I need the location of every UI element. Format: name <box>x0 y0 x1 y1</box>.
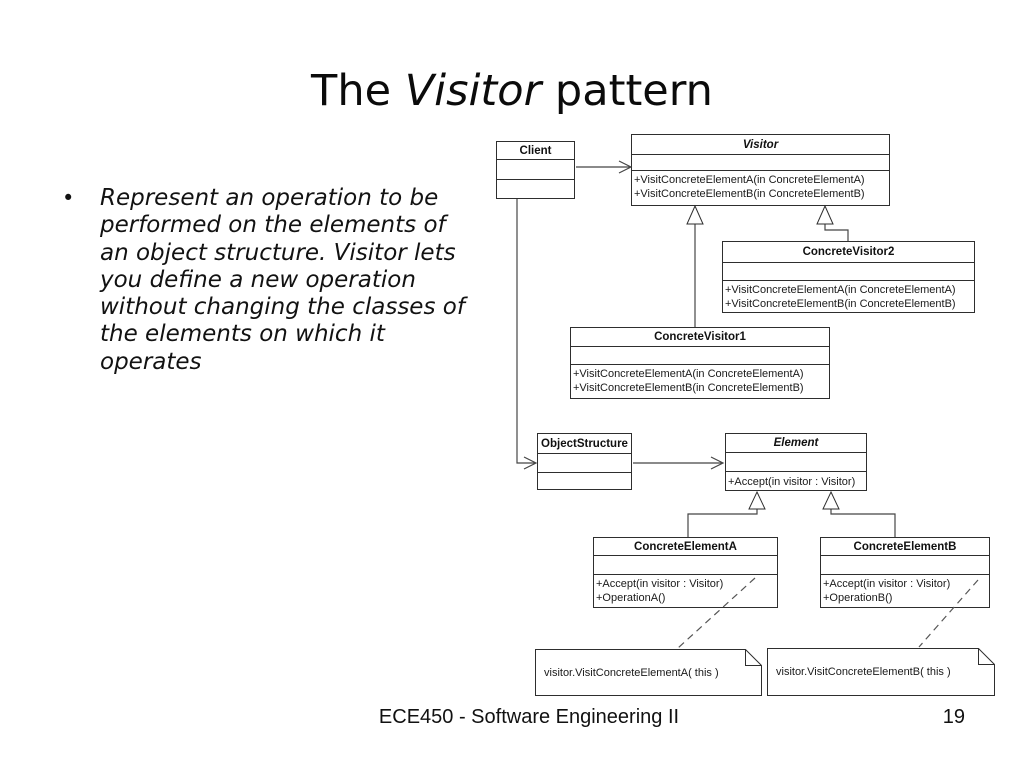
bullet-line: Represent an operation to be <box>100 185 439 211</box>
class-attributes-empty <box>594 555 777 574</box>
class-box-client: Client <box>496 141 575 199</box>
method-label: +VisitConcreteElementB(in ConcreteElemen… <box>634 188 865 200</box>
bullet-line: without changing the classes of <box>100 294 465 321</box>
class-title: ConcreteVisitor1 <box>654 331 746 343</box>
class-methods-empty <box>538 472 631 489</box>
class-attributes-empty <box>723 262 974 280</box>
footer-course-label: ECE450 - Software Engineering II <box>378 706 680 728</box>
class-attributes-empty <box>497 159 574 179</box>
class-methods: +VisitConcreteElementA(in ConcreteElemen… <box>632 170 889 205</box>
class-box-concrete-visitor1: ConcreteVisitor1 +VisitConcreteElementA(… <box>570 327 830 399</box>
method-label: +VisitConcreteElementA(in ConcreteElemen… <box>573 368 804 380</box>
footer-page-number: 19 <box>942 706 965 728</box>
note-shape <box>535 649 762 696</box>
generalization-concreteelementa-element <box>687 490 766 537</box>
method-label: +OperationA() <box>596 592 666 604</box>
title-text-pre: The <box>311 66 405 116</box>
class-title: ConcreteVisitor2 <box>802 246 895 258</box>
class-title: Client <box>519 144 552 157</box>
method-label: +VisitConcreteElementB(in ConcreteElemen… <box>573 382 804 394</box>
method-label: +OperationB() <box>823 592 893 604</box>
method-label: +VisitConcreteElementB(in ConcreteElemen… <box>725 298 956 310</box>
title-text-post: pattern <box>541 66 713 116</box>
class-title: ConcreteElementA <box>634 540 737 553</box>
class-attributes-empty <box>571 346 829 364</box>
class-methods-empty <box>497 179 574 198</box>
bullet-line: you define a new operation <box>100 266 416 293</box>
bullet-marker: • <box>62 186 75 210</box>
bullet-item: • Represent an operation to be performed… <box>62 185 482 376</box>
note-text: visitor.VisitConcreteElementA( this ) <box>544 666 719 679</box>
class-box-concrete-element-b: ConcreteElementB +Accept(in visitor : Vi… <box>820 537 990 608</box>
class-methods: +Accept(in visitor : Visitor) +Operation… <box>594 574 777 607</box>
class-attributes-empty <box>726 452 866 471</box>
class-box-object-structure: ObjectStructure <box>537 433 632 490</box>
bullet-line: the elements on which it <box>100 321 385 348</box>
class-title: ConcreteElementB <box>853 540 957 553</box>
bullet-line: operates <box>100 348 202 375</box>
generalization-concretevisitor2-visitor <box>816 204 849 241</box>
association-objectstructure-element <box>633 456 725 470</box>
method-label: +Accept(in visitor : Visitor) <box>596 578 724 590</box>
association-client-visitor <box>576 160 633 174</box>
class-title: ObjectStructure <box>541 437 628 450</box>
uml-note-visit-a: visitor.VisitConcreteElementA( this ) <box>535 649 762 696</box>
bullet-text: Represent an operation to be performed o… <box>100 185 465 376</box>
note-shape <box>767 648 995 696</box>
class-box-concrete-element-a: ConcreteElementA +Accept(in visitor : Vi… <box>593 537 778 608</box>
slide-title: The Visitor pattern <box>0 66 1024 116</box>
bullet-line: performed on the elements of <box>100 212 446 239</box>
class-attributes-empty <box>538 453 631 472</box>
class-box-element: Element +Accept(in visitor : Visitor) <box>725 433 867 491</box>
class-attributes-empty <box>632 154 889 170</box>
bullet-line: an object structure. Visitor lets <box>100 239 456 266</box>
note-text: visitor.VisitConcreteElementB( this ) <box>776 666 951 678</box>
class-title: Element <box>773 437 819 449</box>
class-box-concrete-visitor2: ConcreteVisitor2 +VisitConcreteElementA(… <box>722 241 975 313</box>
class-title: Visitor <box>742 138 779 151</box>
class-methods: +Accept(in visitor : Visitor) +Operation… <box>821 574 989 607</box>
class-box-visitor: Visitor +VisitConcreteElementA(in Concre… <box>631 134 890 206</box>
class-methods: +VisitConcreteElementA(in ConcreteElemen… <box>571 364 829 398</box>
generalization-concreteelementb-element <box>822 490 896 537</box>
method-label: +Accept(in visitor : Visitor) <box>728 476 856 488</box>
uml-note-visit-b: visitor.VisitConcreteElementB( this ) <box>767 648 995 696</box>
class-methods: +VisitConcreteElementA(in ConcreteElemen… <box>723 280 974 312</box>
title-text-emphasis: Visitor <box>404 66 542 116</box>
association-client-objectstructure <box>516 199 538 470</box>
method-label: +VisitConcreteElementA(in ConcreteElemen… <box>634 174 865 186</box>
generalization-concretevisitor1-visitor <box>686 204 704 327</box>
method-label: +VisitConcreteElementA(in ConcreteElemen… <box>725 284 956 296</box>
class-attributes-empty <box>821 555 989 574</box>
class-methods: +Accept(in visitor : Visitor) <box>726 471 866 490</box>
method-label: +Accept(in visitor : Visitor) <box>823 578 951 590</box>
